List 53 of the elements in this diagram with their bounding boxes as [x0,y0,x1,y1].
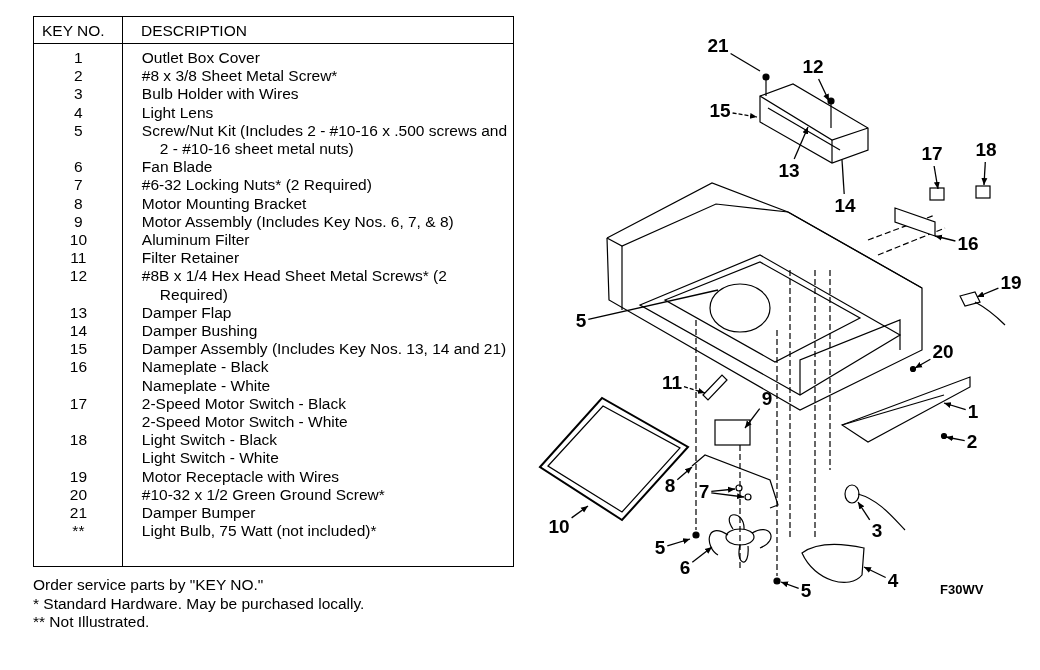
key-number: 10 [68,231,89,250]
part-description: Damper Bushing [141,322,259,341]
key-number: 19 [68,467,89,486]
part-description: Damper Assembly (Includes Key Nos. 13, 14 and 21) [141,340,508,359]
part-description: Filter Retainer [141,249,241,268]
part-description: Outlet Box Cover [141,49,261,68]
part-description: Fan Blade [141,158,214,177]
key-number: 18 [68,431,89,450]
footnote: ** Not Illustrated. [33,613,150,631]
part-description: Nameplate - Black [141,358,270,377]
figure-code: F30WV [940,582,984,597]
key-number: 17 [68,394,89,414]
key-number: 13 [68,303,89,323]
key-number: 3 [73,85,84,104]
key-number: 14 [68,322,89,341]
key-number: 4 [73,103,84,122]
part-description: Screw/Nut Kit (Includes 2 - #10-16 x .500 screws and 2 - #10-16 sheet metal nuts) [141,121,509,159]
part-description: Light Switch - White [141,449,280,468]
key-number: 1 [73,49,84,68]
key-number: 2 [73,67,84,86]
footnote: Order service parts by "KEY NO." [33,576,264,594]
key-number: 9 [73,212,84,232]
column-header: DESCRIPTION [141,22,247,41]
part-description: Damper Flap [141,303,233,323]
key-number: 12 [68,267,89,286]
column-header: KEY NO. [42,22,105,41]
key-number: 15 [68,340,89,359]
part-description: Nameplate - White [141,376,272,395]
part-description: Light Bulb, 75 Watt (not included)* [141,522,378,541]
key-number: 21 [68,504,89,523]
key-number: 7 [73,176,84,195]
key-number: 5 [73,121,84,140]
key-number: 11 [69,249,88,268]
key-number: 20 [68,485,89,505]
key-number: ** [71,522,86,541]
part-description: 2-Speed Motor Switch - White [141,413,349,432]
key-number: 8 [73,194,84,213]
part-description: #8B x 1/4 Hex Head Sheet Metal Screws* (2 Required) [141,267,448,304]
footnote: * Standard Hardware. May be purchased locally. [33,595,365,613]
part-description: #6-32 Locking Nuts* (2 Required) [141,176,373,195]
part-description: Motor Receptacle with Wires [141,467,341,486]
part-description: 2-Speed Motor Switch - Black [141,394,347,414]
part-description: Light Switch - Black [141,431,279,450]
key-number: 16 [68,358,89,377]
part-description: Motor Mounting Bracket [141,194,308,213]
part-description: Aluminum Filter [141,231,251,250]
part-description: Light Lens [141,103,215,122]
part-description: Motor Assembly (Includes Key Nos. 6, 7, & 8) [141,212,455,232]
part-description: #8 x 3/8 Sheet Metal Screw* [141,67,339,86]
key-number: 6 [73,158,84,177]
part-description: #10-32 x 1/2 Green Ground Screw* [141,485,386,505]
part-description: Damper Bumper [141,504,257,523]
part-description: Bulb Holder with Wires [141,85,300,104]
